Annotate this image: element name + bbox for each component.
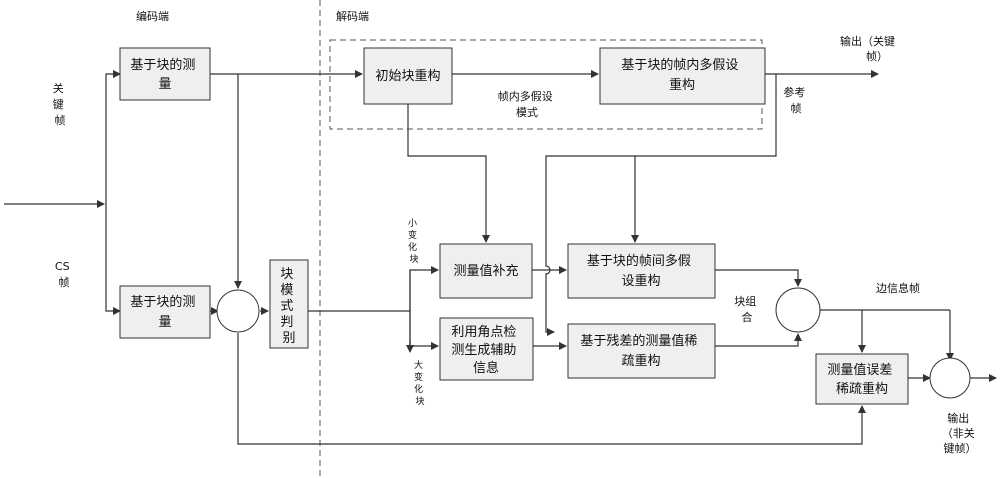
output-adder-circle <box>929 357 971 399</box>
wire-reference-to-inter <box>631 74 777 243</box>
block-measure-bottom-line2: 量 <box>158 315 171 330</box>
svg-text:基于残差的测量值稀 疏重构: 基于残差的测量值稀 疏重构 <box>580 333 701 369</box>
decoder-label: 解码端 <box>336 9 369 23</box>
residual-sparse-line1: 基于残差的测量值稀 <box>580 333 697 349</box>
initial-recon-text: 初始块重构 <box>375 68 440 84</box>
svg-text:块组 合: 块组 合 <box>734 294 760 324</box>
output-nonkey-line3: 键帧） <box>944 441 977 455</box>
measure-compensation-box <box>439 243 533 299</box>
inter-multi-hyp-line1: 基于块的帧间多假 <box>587 253 691 269</box>
svg-text:帧内多假设 模式: 帧内多假设 模式 <box>498 89 557 119</box>
error-sparse-box <box>815 353 909 405</box>
svg-text:关 键 帧: 关 键 帧 <box>53 81 68 127</box>
block-mode-char1: 块 <box>280 267 293 282</box>
wire-mode-to-large <box>409 311 439 350</box>
wire-mode-to-small <box>409 266 439 311</box>
residual-sparse-box <box>567 323 716 379</box>
svg-text:CS 帧: CS 帧 <box>55 260 73 289</box>
block-combine-line1: 块组 <box>734 294 756 308</box>
wire-split-up <box>105 70 121 204</box>
svg-text:块 模 式 判 别: 块 模 式 判 别 <box>280 267 297 346</box>
small-change-char3: 化 <box>408 241 417 253</box>
intra-multi-hyp-box <box>599 47 766 105</box>
corner-detection-line2: 测生成辅助 <box>451 343 516 358</box>
small-change-char2: 变 <box>408 229 417 241</box>
intra-mode-line2: 模式 <box>516 106 538 119</box>
key-frame-char1: 关 <box>53 81 64 95</box>
block-mode-char5: 别 <box>282 331 295 346</box>
reference-frame-line1: 参考 <box>783 85 805 99</box>
block-mode-char3: 式 <box>280 299 293 314</box>
inter-multi-hyp-line2: 设重构 <box>621 273 660 289</box>
svg-text:基于块的测 量: 基于块的测 量 <box>130 57 199 92</box>
output-nonkey-line1: 输出 <box>947 411 969 425</box>
svg-text:基于块的帧内多假设 重构: 基于块的帧内多假设 重构 <box>621 57 742 93</box>
output-key-line2: 帧） <box>866 49 888 63</box>
block-measure-top-box <box>119 47 211 101</box>
corner-detection-line3: 信息 <box>473 360 499 376</box>
svg-text:小 变 化 块: 小 变 化 块 <box>408 218 420 265</box>
error-sparse-line2: 稀疏重构 <box>836 381 888 397</box>
measure-compensation-text: 测量值补充 <box>453 263 518 279</box>
inter-multi-hyp-box <box>567 243 716 299</box>
reference-frame-line2: 帧 <box>791 101 802 115</box>
error-sparse-line1: 测量值误差 <box>827 362 892 378</box>
block-mode-decision-box <box>269 259 309 349</box>
wire-inter-to-combiner <box>715 269 802 287</box>
intra-mode-line1: 帧内多假设 <box>498 89 553 103</box>
block-measure-bottom-line1: 基于块的测 <box>130 294 195 310</box>
svg-text:利用角点检 测生成辅助 信息: 利用角点检 测生成辅助 信息 <box>451 325 520 376</box>
intra-multi-hyp-line2: 重构 <box>669 77 695 93</box>
side-info-frame-label: 边信息帧 <box>876 281 920 295</box>
large-change-char2: 变 <box>414 371 423 383</box>
wire-split-down <box>105 204 121 315</box>
large-change-char1: 大 <box>414 359 423 371</box>
wire-residual-to-combiner <box>715 333 802 347</box>
block-combiner-circle <box>775 287 821 333</box>
corner-detection-box <box>439 317 534 381</box>
initial-recon-box <box>363 47 453 105</box>
block-measure-top-line2: 量 <box>158 77 171 92</box>
small-change-char4: 块 <box>409 253 418 265</box>
key-frame-char2: 键 <box>53 97 64 111</box>
large-change-char3: 化 <box>414 383 423 395</box>
residual-sparse-line2: 疏重构 <box>621 353 660 369</box>
small-change-char1: 小 <box>408 218 417 229</box>
corner-detection-line1: 利用角点检 <box>451 325 516 340</box>
key-frame-char3: 帧 <box>55 113 66 127</box>
block-mode-char2: 模 <box>280 283 293 298</box>
svg-text:输出 （非关 键帧）: 输出 （非关 键帧） <box>942 411 979 455</box>
block-combine-line2: 合 <box>742 310 753 324</box>
block-measure-bottom-box <box>119 285 211 339</box>
cs-frame-line1: CS <box>55 260 70 273</box>
output-key-line1: 输出（关键 <box>840 34 895 48</box>
svg-text:大 变 化 块: 大 变 化 块 <box>414 359 426 407</box>
large-change-char4: 块 <box>415 395 424 407</box>
key-frame-decoder-region <box>329 39 763 130</box>
wire-bottom-feedback <box>237 333 866 445</box>
svg-text:测量值误差 稀疏重构: 测量值误差 稀疏重构 <box>827 362 896 397</box>
block-mode-char4: 判 <box>280 315 293 330</box>
svg-text:基于块的测 量: 基于块的测 量 <box>130 294 199 330</box>
svg-text:基于块的帧间多假 设重构: 基于块的帧间多假 设重构 <box>587 253 695 289</box>
intra-multi-hyp-line1: 基于块的帧内多假设 <box>621 57 738 73</box>
output-nonkey-line2: （非关 <box>942 426 975 440</box>
svg-text:参考 帧: 参考 帧 <box>783 85 809 115</box>
encoder-combiner-circle <box>216 289 260 333</box>
block-measure-top-line1: 基于块的测 <box>130 57 195 73</box>
encoder-label: 编码端 <box>136 9 169 23</box>
svg-text:输出（关键 帧）: 输出（关键 帧） <box>840 34 899 63</box>
wire-initial-to-compensation <box>407 104 490 243</box>
cs-frame-line2: 帧 <box>59 275 70 289</box>
